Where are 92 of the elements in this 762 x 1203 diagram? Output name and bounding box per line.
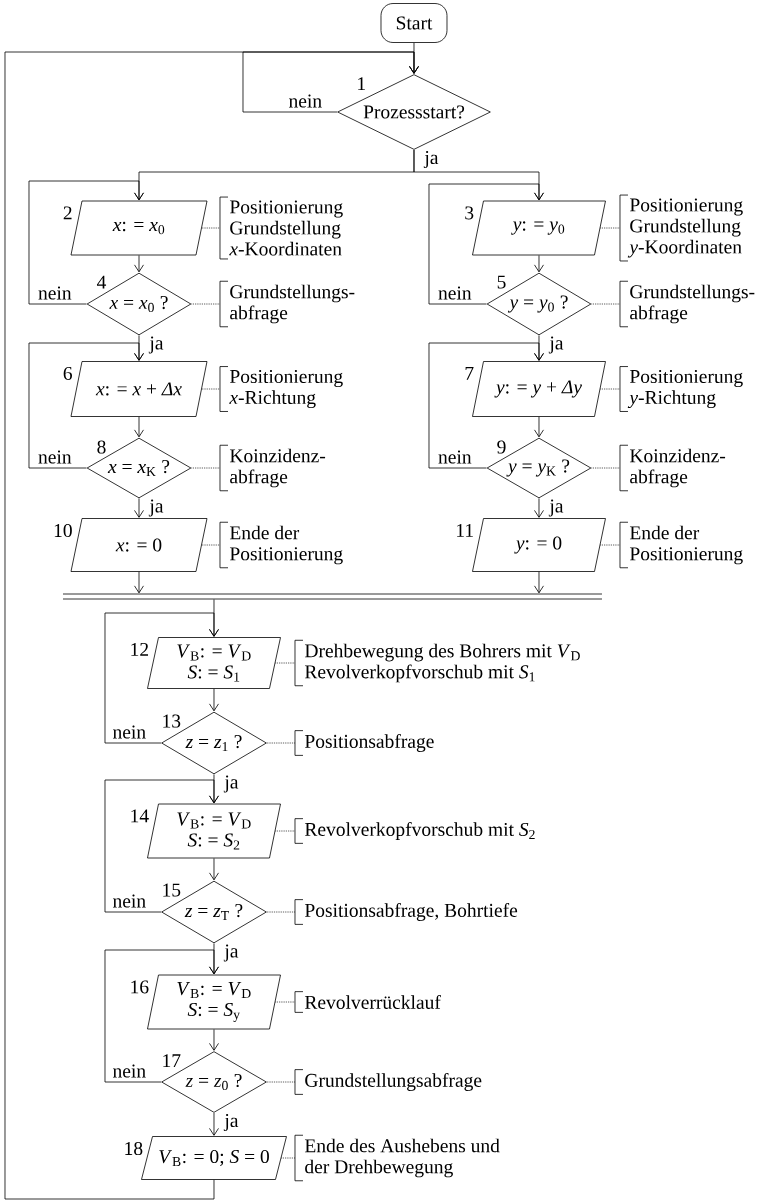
arrow (428, 342, 544, 469)
comment-bracket: Positionsabfrage, Bohrtiefe (294, 899, 518, 925)
arrow (28, 180, 144, 305)
leader-line (275, 1001, 296, 1003)
step-number: 5 (497, 275, 506, 289)
step-number: 4 (97, 275, 107, 289)
comment-bracket: Positionierung Grundstellung x-Koordinaten (219, 196, 343, 260)
start-terminal: Start (380, 3, 448, 43)
arrow (134, 571, 144, 594)
edge-label: ja (548, 499, 564, 517)
step-number: 1 (358, 77, 365, 91)
arrow (104, 612, 219, 744)
step-number: 16 (131, 980, 149, 994)
arrow (209, 688, 219, 712)
comment-bracket: Revolverkopfvorschub mit S$_{2}$ (294, 818, 535, 844)
leader-line (201, 544, 221, 546)
step-number: 8 (97, 440, 106, 454)
step-number: 13 (163, 714, 181, 728)
step-number: 7 (465, 366, 474, 380)
edge-label: ja (223, 1114, 239, 1132)
leader-line (201, 227, 221, 229)
arrow (534, 571, 544, 594)
leader-line (266, 911, 296, 913)
edge-label: nein (113, 1064, 146, 1078)
comment-bracket: Drehbewegung des Bohrers mit V$_{D}$ Revolverkopfvorschub mit S$_{1}$ (294, 639, 580, 687)
edge-label: ja (223, 775, 239, 793)
step-number: 15 (163, 883, 181, 897)
step-number: 18 (125, 1141, 143, 1156)
step-number: 3 (465, 206, 474, 220)
arrow (104, 779, 219, 913)
comment-bracket: Positionsabfrage (294, 730, 434, 756)
arrow (134, 498, 144, 518)
edge-label: ja (423, 151, 439, 169)
leader-line (281, 1157, 296, 1159)
comment-bracket: Ende der Positionierung (619, 521, 743, 569)
arrow (209, 1029, 219, 1051)
leader-line (266, 742, 296, 744)
arrow (134, 255, 144, 273)
leader-line (591, 467, 621, 469)
comment-bracket: Positionierung x-Richtung (219, 366, 343, 412)
step-number: 17 (163, 1054, 181, 1068)
arrow (209, 858, 219, 881)
sync-bar (62, 593, 603, 600)
edge-label: nein (289, 94, 322, 108)
arrow (534, 255, 544, 273)
comment-bracket: Revolverrücklauf (294, 991, 441, 1013)
arrow (28, 342, 144, 469)
process-box: V$_{B}$: = V$_{D}$ S: = S$_{1}$ (147, 637, 281, 689)
step-number: 14 (131, 809, 149, 823)
edge-label: nein (113, 725, 146, 739)
arrow (104, 949, 219, 1083)
process-box: y: = 0 (472, 518, 606, 572)
edge-label: nein (438, 450, 472, 464)
edge-label: nein (38, 286, 72, 300)
edge-label: nein (113, 894, 146, 908)
arrow (134, 416, 144, 438)
step-number: 2 (63, 206, 72, 220)
edge-label: ja (148, 336, 164, 354)
leader-line (600, 227, 621, 229)
comment-bracket: Grundstellungsabfrage (294, 1069, 482, 1095)
arrow (534, 498, 544, 518)
edge-label: ja (223, 944, 239, 962)
arrow (534, 416, 544, 438)
arrow (209, 1112, 219, 1136)
arrow (428, 183, 544, 305)
step-number: 11 (457, 523, 473, 537)
leader-line (600, 388, 621, 390)
comment-bracket: Koinzidenz- abfrage (619, 444, 726, 492)
comment-bracket: Positionierung Grundstellung y-Koordinaten (619, 194, 743, 262)
leader-line (201, 388, 221, 390)
comment-bracket: Ende der Positionierung (219, 521, 343, 569)
leader-line (191, 303, 221, 305)
comment-bracket: Grundstellungs- abfrage (619, 280, 755, 328)
comment-bracket: Ende des Aushebens und der Drehbewegung (294, 1134, 500, 1182)
step-number: 10 (54, 523, 72, 538)
edge-label: ja (548, 336, 564, 354)
edge-label: nein (438, 286, 472, 300)
leader-line (591, 303, 621, 305)
edge-label: ja (148, 499, 164, 517)
step-number: 12 (131, 642, 148, 656)
comment-bracket: Positionierung y-Richtung (619, 366, 743, 412)
leader-line (266, 1081, 296, 1083)
comment-bracket: Koinzidenz- abfrage (219, 444, 326, 492)
leader-line (275, 830, 296, 832)
arrow (4, 51, 419, 1200)
leader-line (191, 467, 221, 469)
leader-line (275, 662, 296, 664)
step-number: 6 (63, 366, 72, 380)
step-number: 9 (497, 440, 506, 454)
leader-line (600, 544, 621, 546)
comment-bracket: Grundstellungs- abfrage (219, 280, 355, 328)
edge-label: nein (38, 450, 72, 464)
